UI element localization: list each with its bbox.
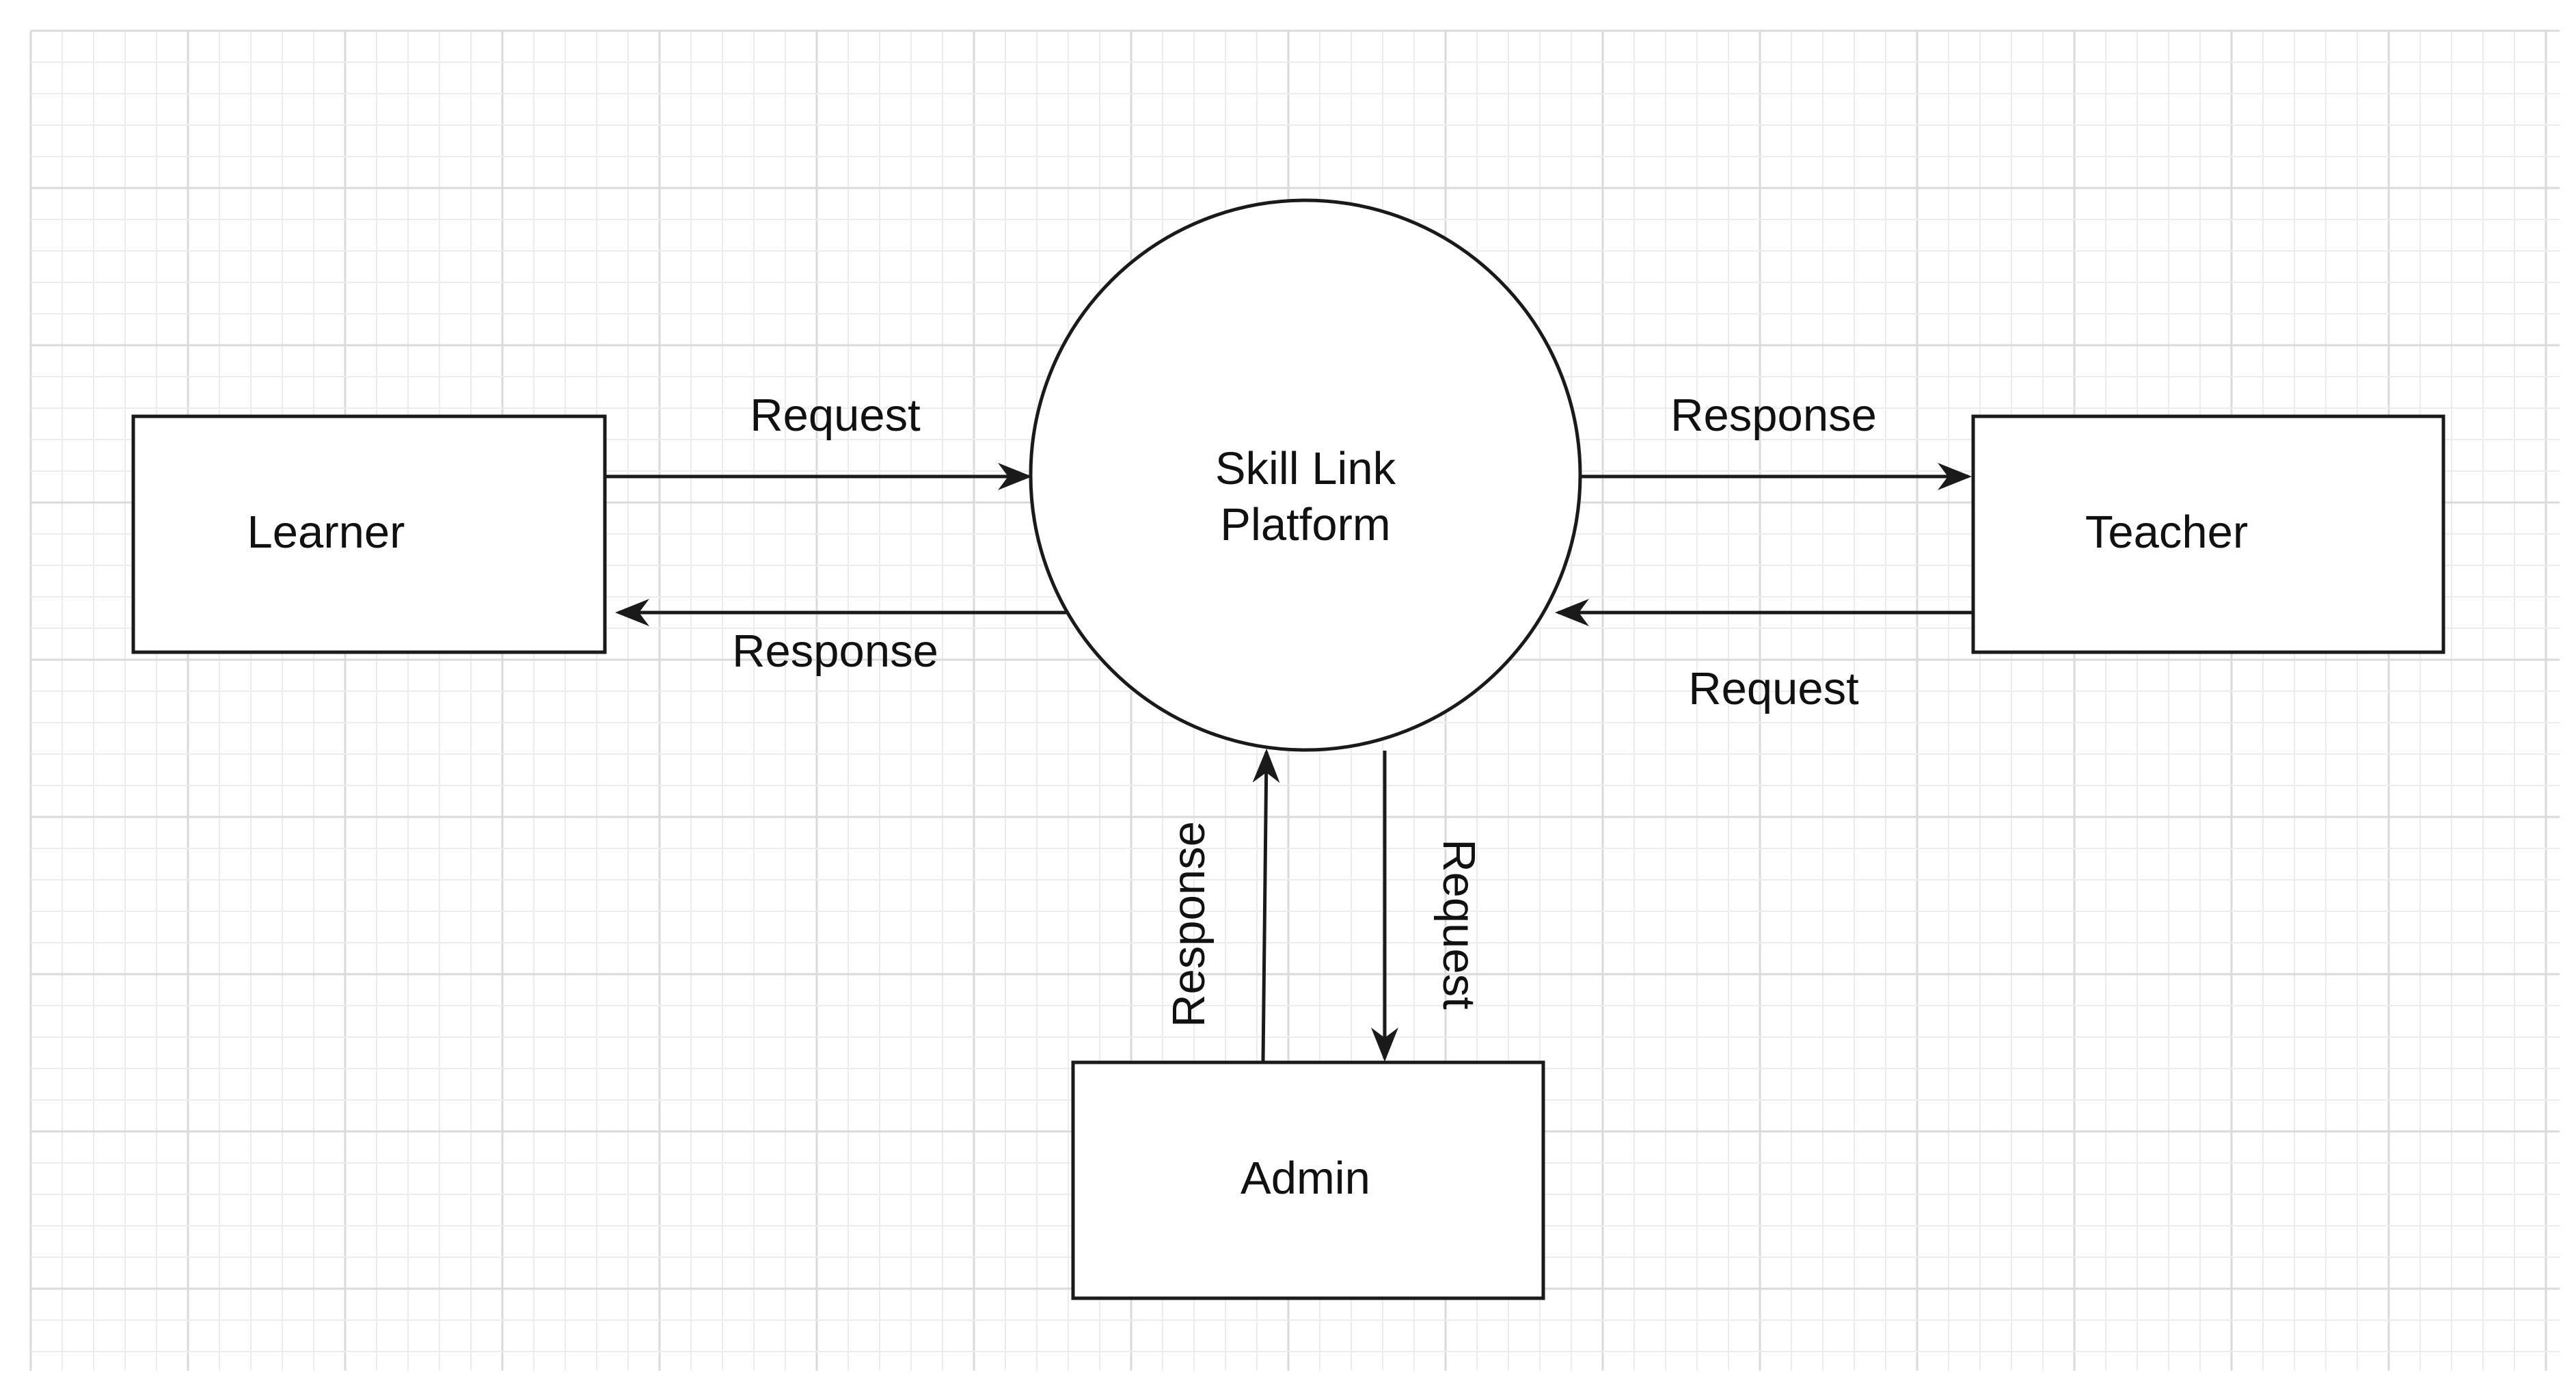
platform-label-line2: Platform: [1220, 499, 1390, 550]
teacher-request-label: Request: [1688, 663, 1859, 714]
learner-request-label: Request: [750, 390, 921, 441]
learner-response-label: Response: [732, 626, 938, 677]
skill-link-platform-process[interactable]: Skill Link Platform: [1029, 198, 1582, 752]
teacher-entity[interactable]: Teacher: [1971, 414, 2445, 654]
teacher-label: Teacher: [2085, 507, 2248, 558]
admin-request-label: Request: [1433, 839, 1484, 1010]
learner-label: Learner: [247, 507, 405, 558]
admin-response-label: Response: [1163, 821, 1215, 1028]
teacher-response-label: Response: [1670, 390, 1877, 441]
admin-response-arrow: [1252, 749, 1280, 1063]
platform-label-line1: Skill Link: [1215, 443, 1396, 494]
learner-entity[interactable]: Learner: [131, 414, 607, 654]
admin-label: Admin: [1240, 1153, 1370, 1204]
admin-entity[interactable]: Admin: [1071, 1060, 1545, 1300]
